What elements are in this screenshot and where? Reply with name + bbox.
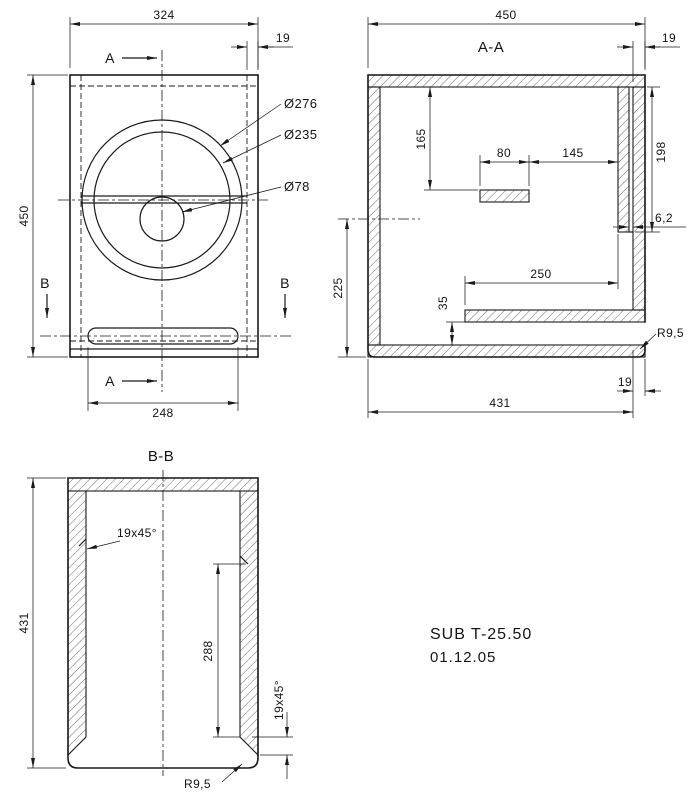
dim-port-width: 248 bbox=[152, 406, 173, 420]
dim-aa-front-panel: 198 bbox=[654, 141, 668, 162]
leader-dia-port bbox=[181, 186, 282, 213]
section-bb-title: B-B bbox=[148, 448, 174, 465]
callout-dia-inner: Ø235 bbox=[284, 127, 317, 142]
dim-front-edge: 19 bbox=[276, 31, 290, 45]
aa-front-wall bbox=[632, 86, 646, 311]
aa-inner-panel bbox=[617, 86, 630, 233]
leader-aa-radius bbox=[639, 333, 657, 350]
leader-dia-outer bbox=[219, 103, 282, 147]
leader-dia-inner bbox=[222, 134, 282, 164]
dim-aa-axis-height: 225 bbox=[331, 277, 345, 298]
dim-aa-brace-width: 80 bbox=[497, 146, 511, 160]
front-view: A A B B 324 19 450 bbox=[17, 8, 317, 420]
note-bb-chamfer-bottom: 19x45° bbox=[272, 680, 286, 720]
dim-aa-brace-to-front: 145 bbox=[562, 146, 583, 160]
dim-aa-slot-gap: 6,2 bbox=[655, 211, 673, 225]
section-bb-view: B-B 431 19x45° 288 bbox=[17, 448, 293, 791]
cabinet-outline bbox=[69, 74, 259, 358]
dim-aa-wall-top: 19 bbox=[662, 31, 676, 45]
bb-left-chamfer-mark bbox=[78, 538, 87, 547]
dim-bb-depth: 431 bbox=[17, 612, 31, 633]
dim-front-height: 450 bbox=[17, 205, 31, 226]
aa-brace bbox=[479, 189, 530, 203]
front-hidden-lines bbox=[70, 75, 258, 357]
title-block: SUB T-25.50 01.12.05 bbox=[430, 626, 532, 666]
section-b-label-right: B bbox=[280, 275, 290, 291]
aa-bottom-wall bbox=[367, 344, 646, 358]
leader-bb-radius bbox=[221, 763, 243, 783]
bb-right-chamfer-mark bbox=[239, 555, 249, 565]
section-a-label-bottom: A bbox=[105, 373, 115, 389]
dim-aa-inner-depth: 431 bbox=[489, 396, 510, 410]
aa-geometry bbox=[367, 74, 646, 358]
front-callouts: Ø276 Ø235 Ø78 bbox=[181, 96, 317, 213]
model-designation: SUB T-25.50 bbox=[430, 626, 532, 643]
dim-front-width: 324 bbox=[153, 8, 174, 22]
section-b-label-left: B bbox=[40, 275, 50, 291]
dim-aa-port-height: 35 bbox=[436, 296, 450, 310]
note-aa-radius: R9,5 bbox=[657, 326, 684, 340]
dim-aa-brace-top: 165 bbox=[414, 128, 428, 149]
dim-aa-wall-bottom: 19 bbox=[618, 375, 632, 389]
bb-left-wall bbox=[67, 490, 87, 757]
bb-dimensions: 431 19x45° 288 19x45° R9,5 bbox=[17, 477, 293, 791]
aa-top-wall bbox=[367, 74, 646, 88]
bb-right-wall bbox=[239, 490, 259, 757]
aa-dimensions: 450 19 165 80 145 198 bbox=[331, 8, 686, 418]
section-aa-title: A-A bbox=[478, 39, 504, 56]
leader-bb-chamfer-top bbox=[86, 540, 121, 550]
callout-dia-outer: Ø276 bbox=[284, 96, 317, 111]
section-a-label-top: A bbox=[105, 50, 115, 66]
callout-dia-port: Ø78 bbox=[284, 179, 310, 194]
front-dimensions: 324 19 450 248 bbox=[17, 8, 293, 420]
front-centerlines bbox=[40, 50, 292, 392]
bb-geometry bbox=[67, 477, 259, 769]
note-bb-radius: R9,5 bbox=[184, 777, 211, 791]
front-geometry bbox=[69, 74, 259, 358]
aa-back-wall bbox=[367, 86, 381, 346]
front-section-markers: A A B B bbox=[40, 50, 290, 389]
dim-bb-shelf: 288 bbox=[201, 640, 215, 661]
dim-aa-shelf-length: 250 bbox=[530, 267, 551, 281]
bb-outline bbox=[67, 477, 259, 769]
dim-aa-depth: 450 bbox=[495, 8, 516, 22]
section-aa-view: A-A 450 19 bbox=[331, 8, 686, 418]
note-bb-chamfer-top: 19x45° bbox=[117, 526, 157, 540]
aa-outline bbox=[367, 74, 646, 358]
aa-port-shelf bbox=[464, 309, 646, 323]
drawing-date: 01.12.05 bbox=[430, 649, 496, 666]
